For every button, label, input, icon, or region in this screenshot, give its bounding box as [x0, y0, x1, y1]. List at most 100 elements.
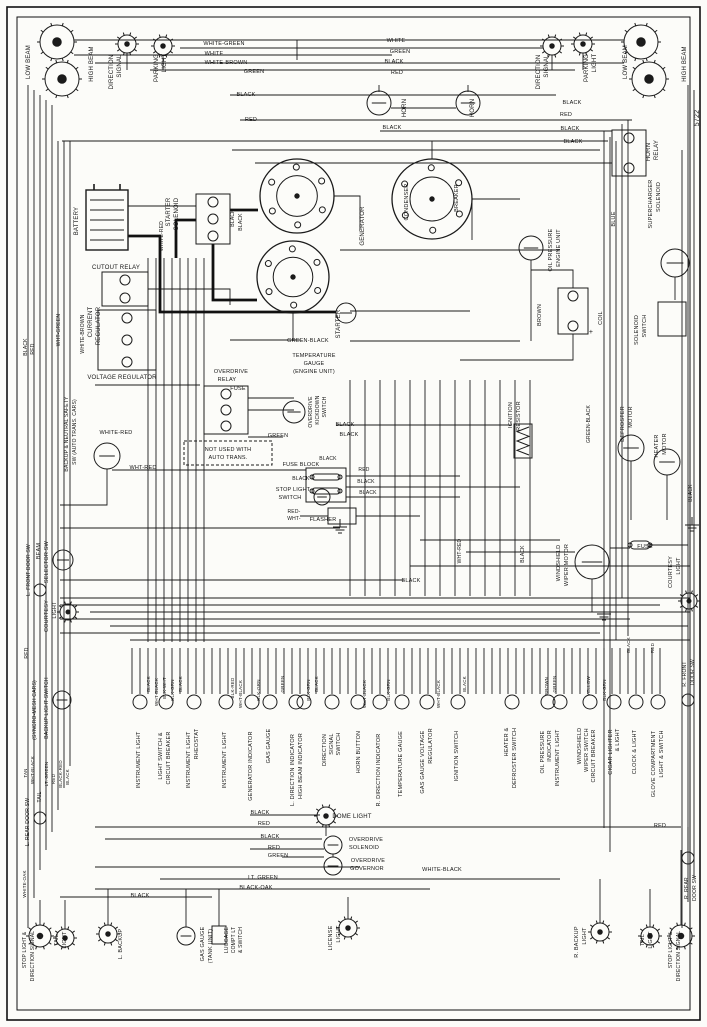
overdrive-governor — [323, 856, 343, 876]
diagram-label: BLUE — [611, 211, 617, 226]
diagram-label: LOW BEAM — [26, 45, 32, 79]
diagram-label: RED — [358, 467, 369, 473]
high-beam-indicator — [296, 694, 312, 710]
diagram-label: BLACK-RED — [58, 760, 63, 788]
diagram-label: INSTRUMENT LIGHT — [186, 731, 192, 788]
diagram-label: REGULATOR — [96, 306, 102, 345]
diagram-label: BLK-RED — [230, 677, 235, 698]
diagram-label: GREEN-BLACK — [586, 405, 592, 444]
diagram-label: LIGHT — [582, 927, 588, 945]
diagram-label: BLACK — [65, 769, 70, 785]
diagram-label: HIGH BEAM — [682, 46, 688, 81]
diagram-label: STOP LIGHT — [276, 487, 311, 493]
diagram-label: GREEN-BLACK — [287, 338, 329, 344]
battery — [85, 184, 129, 251]
diagram-label: BLACK — [319, 456, 337, 462]
light-switch-circuit-breaker — [158, 694, 174, 710]
low-beam-headlamp-right — [621, 22, 661, 62]
diagram-label: DOME LIGHT — [332, 814, 371, 820]
tail-lamp-left — [53, 926, 77, 950]
diagram-label: BLACK — [314, 676, 319, 692]
diagram-label: BLACK — [339, 432, 358, 438]
defroster-motor — [617, 434, 645, 462]
diagram-label: L. FRONT DOOR SW — [26, 544, 32, 596]
diagram-label: R. DIRECTION INDICATOR — [376, 734, 382, 807]
diagram-label: BLK-GRN — [306, 679, 311, 700]
diagram-label: LIGHT — [162, 54, 168, 73]
diagram-label: RELAY — [218, 377, 237, 383]
diagram-label: DIRECTION — [536, 55, 542, 90]
diagram-label: (ENGINE UNIT) — [293, 369, 335, 375]
diagram-label: BLACK — [401, 578, 420, 584]
diagram-label: BLACK — [236, 92, 255, 98]
diagram-label: WHITE-BROWN — [205, 60, 248, 66]
diagram-label: SW (AUTO TRANS. CARS) — [72, 399, 78, 465]
diagram-label: WHT-BLACK — [238, 680, 243, 708]
diagram-label: STARTER — [166, 197, 172, 226]
diagram-label: WINDSHIELD — [577, 728, 583, 765]
wire-layer — [27, 39, 695, 929]
wire — [460, 334, 574, 361]
diagram-label: HORN — [646, 143, 652, 161]
diagram-label: TAIL — [640, 934, 646, 946]
diagram-label: LIGHT SWITCH & — [158, 732, 164, 779]
diagram-label: TAIL — [54, 934, 60, 946]
ground-symbol-3 — [685, 517, 699, 532]
diagram-label: WHITE-BLACK — [422, 867, 462, 873]
diagram-label: DIRECTION — [322, 734, 328, 766]
diagram-label: LICENSE — [328, 925, 334, 950]
diagram-label: SOLENOID — [174, 197, 180, 230]
diagram-label: LIGHT — [592, 54, 598, 73]
diagram-label: L. BACKUP — [118, 929, 124, 960]
diagram-label: MOTOR — [662, 433, 668, 454]
diagram-label: BLACK — [292, 476, 310, 482]
diagram-label: 5722 — [694, 110, 701, 126]
overdrive-kickdown-switch — [282, 400, 306, 424]
diagram-label: LIGHT — [62, 931, 68, 949]
diagram-label: HIGH BEAM INDICATOR — [298, 733, 304, 799]
ground-symbol-1 — [333, 519, 347, 534]
diagram-label: FLASHER — [310, 517, 337, 523]
diagram-label: GREEN — [268, 853, 289, 859]
diagram-label: OVERDRIVE — [214, 369, 248, 375]
diagram-label: HORN BUTTON — [356, 731, 362, 773]
generator — [256, 240, 330, 314]
component-layer — [26, 22, 700, 950]
wire — [60, 469, 108, 506]
diagram-label: BLACK — [178, 676, 183, 692]
diagram-label: LIGHT — [336, 925, 342, 943]
diagram-label: WHITE — [387, 38, 406, 44]
diagram-label: R. REAR — [684, 877, 690, 899]
diagram-label: WHITE-RED — [159, 221, 165, 251]
fuse-block — [305, 467, 347, 503]
diagram-label: FUSE BLOCK — [283, 462, 320, 468]
instrument-light-1 — [132, 694, 148, 710]
diagram-label: SIGNAL — [544, 54, 550, 78]
courtesy-light-right — [678, 590, 700, 612]
diagram-label: HIGH BEAM — [89, 46, 95, 81]
diagram-label: BROWN — [537, 304, 543, 326]
diagram-label: STOP LIGHT & — [668, 931, 674, 968]
direction-signal-switch — [324, 694, 340, 710]
tail-lamp-right — [638, 924, 662, 948]
diagram-label: BLACK — [562, 100, 581, 106]
diagram-label: HORN — [470, 99, 476, 117]
courtesy-light-left — [57, 601, 79, 623]
overdrive-relay — [203, 385, 249, 435]
fuse-courtesy — [627, 540, 653, 550]
diagram-label: GREEN — [280, 675, 285, 692]
beam-selector-switch — [52, 549, 74, 571]
diagram-label: SIGNAL — [117, 54, 123, 78]
l-front-door-switch — [33, 583, 47, 597]
wire-heavy — [128, 234, 336, 314]
parking-lamp-right — [571, 32, 595, 56]
outer-border — [6, 6, 701, 1021]
diagram-label: SWITCH — [279, 495, 302, 501]
l-backup-lamp — [96, 922, 120, 946]
diagram-label: BLACK — [688, 484, 694, 502]
diagram-label: DIRECTION SIGNAL — [676, 931, 682, 981]
wire-heavy — [211, 244, 257, 302]
diagram-label: & LIGHT — [615, 728, 621, 751]
diagram-label: GAS GAUGE — [200, 926, 206, 961]
heater-defroster-switch — [504, 694, 520, 710]
